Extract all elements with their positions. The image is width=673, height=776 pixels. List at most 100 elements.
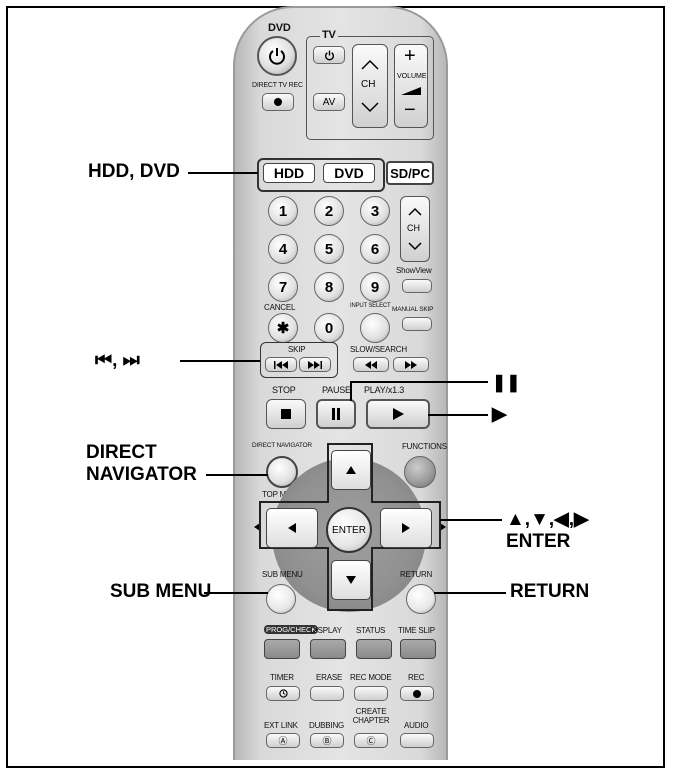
direct-tv-rec-button[interactable] <box>262 93 294 111</box>
callout-cursor: ▲,▼,◀,▶ <box>506 509 589 530</box>
leader-sub-menu <box>204 592 268 594</box>
skip-back-button[interactable] <box>265 357 297 372</box>
showview-button[interactable] <box>402 279 432 293</box>
pause-label: PAUSE <box>322 385 351 395</box>
sdpc-button[interactable]: SD/PC <box>386 161 434 185</box>
leader-play <box>428 414 488 416</box>
return-label: RETURN <box>400 570 433 579</box>
create-chapter-label: CREATE CHAPTER <box>352 707 390 725</box>
tv-power-button[interactable] <box>313 46 345 64</box>
skip-forward-icon <box>308 360 322 369</box>
enter-button[interactable]: ENTER <box>326 507 372 553</box>
create-chapter-button[interactable]: Ⓒ <box>354 733 388 748</box>
dubbing-button[interactable]: Ⓑ <box>310 733 344 748</box>
callout-sub-menu: SUB MENU <box>110 581 212 602</box>
showview-label: ShowView <box>396 266 432 275</box>
fast-forward-icon <box>405 360 417 369</box>
pause-icon <box>332 408 340 420</box>
record-dot-icon <box>274 98 282 106</box>
dvd-power-label: DVD <box>268 22 291 34</box>
down-arrow-icon <box>346 576 356 584</box>
tv-control-group <box>306 36 434 140</box>
tv-channel-rocker[interactable]: CH <box>352 44 388 128</box>
skip-highlight <box>260 342 338 378</box>
play-button[interactable] <box>366 399 430 429</box>
chevron-up-down-icon <box>408 207 422 251</box>
tv-ch-label: CH <box>361 79 376 90</box>
digit-0-button[interactable]: 0 <box>314 313 344 343</box>
rec-mode-button[interactable] <box>354 686 388 701</box>
status-button[interactable] <box>356 639 392 659</box>
digit-6-button[interactable]: 6 <box>360 234 390 264</box>
chevron-up-down-icon <box>361 59 379 113</box>
volume-rocker[interactable]: + VOLUME − <box>394 44 428 128</box>
slow-search-forward-button[interactable] <box>393 357 429 372</box>
dubbing-label: DUBBING <box>309 721 345 730</box>
digit-3-button[interactable]: 3 <box>360 196 390 226</box>
functions-button[interactable] <box>404 456 436 488</box>
digit-5-button[interactable]: 5 <box>314 234 344 264</box>
rec-button[interactable] <box>400 686 434 701</box>
right-arrow-small-icon <box>440 523 446 531</box>
leader-skip <box>180 360 260 362</box>
input-select-button[interactable] <box>360 313 390 343</box>
callout-pause: ❚❚ <box>492 373 521 392</box>
skip-forward-button[interactable] <box>299 357 331 372</box>
erase-button[interactable] <box>310 686 344 701</box>
play-label: PLAY/x1.3 <box>364 385 405 395</box>
digit-4-button[interactable]: 4 <box>268 234 298 264</box>
stop-icon <box>281 409 291 419</box>
left-button[interactable] <box>266 508 318 548</box>
digit-8-button[interactable]: 8 <box>314 272 344 302</box>
prog-check-button[interactable] <box>264 639 300 659</box>
power-icon <box>269 48 285 65</box>
up-arrow-icon <box>346 466 356 474</box>
leader-return <box>434 592 506 594</box>
av-button[interactable]: AV <box>313 93 345 111</box>
skip-back-icon <box>274 360 288 369</box>
left-arrow-icon <box>288 523 296 533</box>
pause-button[interactable] <box>316 399 356 429</box>
digit-1-button[interactable]: 1 <box>268 196 298 226</box>
timer-button[interactable] <box>266 686 300 701</box>
skip-label: SKIP <box>288 345 306 354</box>
prog-check-label: PROG/CHECK <box>264 625 319 634</box>
direct-tv-rec-label: DIRECT TV REC <box>252 82 303 89</box>
cancel-button[interactable]: ✱ <box>268 313 298 343</box>
slow-search-back-button[interactable] <box>353 357 389 372</box>
digit-9-button[interactable]: 9 <box>360 272 390 302</box>
ext-link-label: EXT LINK <box>264 721 298 730</box>
audio-button[interactable] <box>400 733 434 748</box>
slow-search-label: SLOW/SEARCH <box>350 345 407 354</box>
leader-pause-drop <box>350 381 352 401</box>
callout-hdd-dvd: HDD, DVD <box>88 161 180 182</box>
stop-button[interactable] <box>266 399 306 429</box>
remote-control-body <box>233 6 448 760</box>
display-label: DISPLAY <box>310 626 342 635</box>
left-arrow-small-icon <box>254 523 260 531</box>
hdd-dvd-highlight <box>257 158 385 192</box>
sub-menu-button[interactable] <box>266 584 296 614</box>
dvd-power-button[interactable] <box>257 36 297 76</box>
digit-2-button[interactable]: 2 <box>314 196 344 226</box>
status-label: STATUS <box>356 626 386 635</box>
display-button[interactable] <box>310 639 346 659</box>
hdd-button[interactable]: HDD <box>263 163 315 183</box>
ext-link-button[interactable]: Ⓐ <box>266 733 300 748</box>
tv-label: TV <box>320 29 338 41</box>
leader-direct-navigator <box>206 474 268 476</box>
time-slip-button[interactable] <box>400 639 436 659</box>
digit-7-button[interactable]: 7 <box>268 272 298 302</box>
channel-rocker[interactable]: CH <box>400 196 430 262</box>
dvd-button[interactable]: DVD <box>323 163 375 183</box>
return-button[interactable] <box>406 584 436 614</box>
input-select-label: INPUT SELECT <box>350 303 391 309</box>
rec-mode-label: REC MODE <box>350 673 392 682</box>
manual-skip-button[interactable] <box>402 317 432 331</box>
callout-play: ▶ <box>492 404 507 425</box>
down-button[interactable] <box>331 560 371 600</box>
time-slip-label: TIME SLIP <box>398 626 435 635</box>
up-button[interactable] <box>331 450 371 490</box>
record-dot-icon <box>413 689 421 698</box>
right-button[interactable] <box>380 508 432 548</box>
